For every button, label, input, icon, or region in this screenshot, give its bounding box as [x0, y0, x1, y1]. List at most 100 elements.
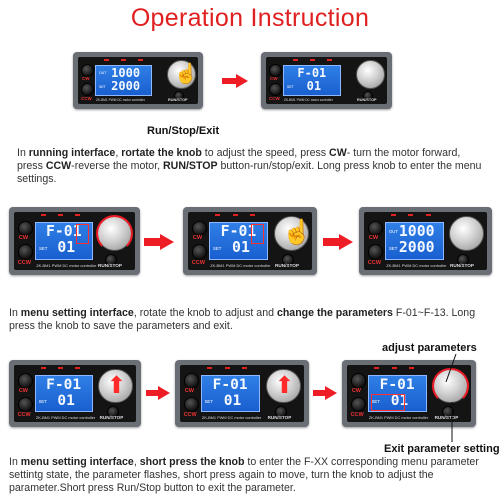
indicator-led — [408, 214, 414, 217]
highlight-box — [251, 224, 265, 245]
knob: ☝ — [273, 215, 312, 251]
model-label: ZK-BM1 PWM DC motor controller — [96, 98, 145, 102]
run-stop-button — [106, 406, 119, 418]
ccw-button — [81, 83, 94, 96]
knob — [432, 367, 470, 405]
knob — [356, 60, 385, 89]
ccw-button — [17, 396, 33, 412]
rotate-ring-icon — [95, 214, 134, 252]
indicator-led — [104, 59, 110, 61]
indicator-led — [121, 59, 127, 61]
cw-button — [191, 220, 208, 237]
set-label: SET — [99, 85, 106, 89]
lcd-line-1: F-01 — [379, 375, 415, 393]
out-label: OUT — [99, 71, 107, 75]
paragraph-run: In — [9, 456, 21, 468]
cw-label: CW — [184, 388, 194, 395]
run-stop-label: RUN/STOP — [274, 262, 300, 268]
paragraph-run: short press the knob — [139, 456, 245, 468]
model-label: ZK-BM1 PWM DC motor controller — [210, 262, 271, 268]
indicator-led — [40, 367, 46, 370]
knob — [95, 214, 134, 252]
paragraph-run: to enter the F-XX corresponding menu par… — [9, 456, 479, 494]
indicator-led — [215, 214, 221, 217]
lcd-line-1: 1000 — [111, 66, 141, 80]
paragraph-run: rortate the knob — [121, 147, 202, 159]
cw-button — [350, 373, 366, 389]
indicator-led — [250, 214, 255, 217]
ccw-label: CCW — [17, 260, 31, 267]
indicator-led — [326, 59, 332, 61]
arrow-up-icon: ⬆ — [274, 372, 295, 399]
paragraph-run: menu setting interface — [20, 307, 134, 319]
lcd-line-2: 01 — [57, 391, 75, 409]
lcd-line-2: 01 — [57, 239, 76, 257]
lcd-line-1: F-01 — [45, 223, 82, 241]
indicator-led — [391, 214, 397, 217]
ccw-label: CCW — [191, 260, 205, 267]
run-stop-label: RUN/STOP — [357, 98, 377, 102]
indicator-led — [292, 59, 298, 61]
ccw-button — [367, 244, 384, 260]
ccw-label: CCW — [367, 260, 381, 267]
model-label: ZK-BM1 PWM DC motor controller — [386, 262, 447, 268]
indicator-led — [224, 367, 230, 370]
indicator-led — [57, 367, 63, 370]
cw-label: CW — [351, 388, 361, 395]
model-label: ZK-BM1 PWM DC motor controller — [35, 414, 96, 420]
paragraph-run: , — [115, 147, 122, 159]
indicator-led — [309, 59, 315, 61]
cw-button — [17, 220, 34, 237]
cw-label: CW — [270, 76, 278, 81]
hand-press-icon: ☝ — [282, 219, 312, 247]
run-stop-label: RUN/STOP — [449, 262, 475, 268]
indicator-led — [207, 367, 213, 370]
run-stop-button — [441, 406, 454, 418]
paragraph-run: , rotate the knob to adjust and — [133, 307, 277, 319]
lcd-line-1: 1000 — [398, 223, 435, 241]
set-label: SET — [212, 246, 222, 252]
highlight-box — [371, 393, 405, 412]
run-stop-button — [174, 91, 184, 101]
indicator-led — [374, 367, 380, 370]
lcd-line-1: F-01 — [212, 375, 248, 393]
indicator-led — [138, 59, 143, 61]
ccw-label: CCW — [350, 412, 364, 419]
ccw-label: CCW — [81, 96, 92, 101]
run-stop-label: RUN/STOP — [434, 414, 459, 420]
run-stop-button — [282, 253, 295, 266]
knob: ⬆ — [266, 368, 302, 404]
adjust-parameters-label: adjust parameters — [382, 342, 477, 354]
run-stop-exit-label: Run/Stop/Exit — [147, 125, 220, 137]
paragraph-run: CCW — [45, 160, 72, 172]
lcd-line-1: F-01 — [220, 223, 257, 241]
run-stop-label: RUN/STOP — [99, 414, 124, 420]
paragraph-run: , — [133, 456, 140, 468]
paragraph-run: button-run/stop/exit. Long press knob to… — [17, 160, 482, 185]
ccw-button — [269, 83, 282, 96]
indicator-led — [242, 367, 247, 370]
cw-label: CW — [368, 235, 379, 242]
knob: ☝ — [167, 60, 198, 89]
run-stop-button — [105, 253, 118, 266]
paragraph-run: change the parameters — [276, 307, 393, 319]
arrow-right-icon — [144, 234, 174, 250]
ccw-button — [183, 396, 199, 412]
run-stop-label: RUN/STOP — [97, 262, 123, 268]
paragraph-run: RUN/STOP — [163, 160, 218, 172]
paragraph-run: F-01~F-13. Long press the knob to save t… — [9, 307, 476, 332]
